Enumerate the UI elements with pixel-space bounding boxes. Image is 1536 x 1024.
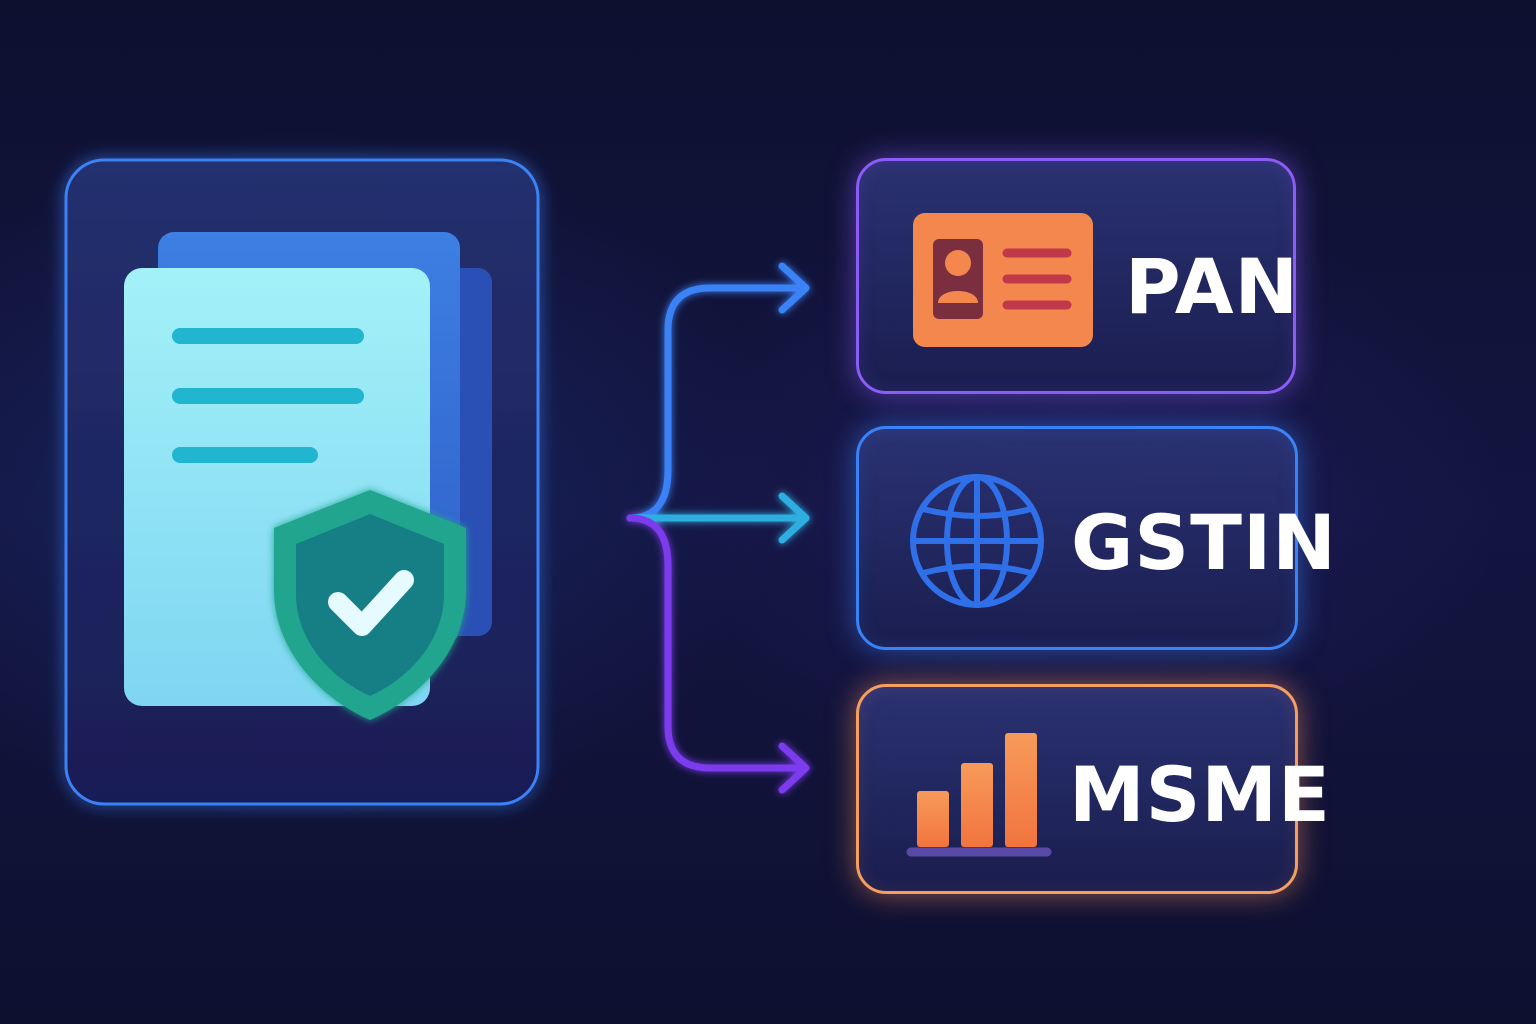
- gstin-label: GSTIN: [1071, 498, 1337, 587]
- msme-card: MSME: [856, 684, 1330, 894]
- arrow-head-pan: [778, 262, 810, 314]
- arrow-head-gstin: [778, 492, 810, 544]
- id-card-icon: [913, 213, 1093, 347]
- connector-to-msme: [626, 514, 810, 772]
- bar-chart-icon: [906, 733, 1052, 857]
- connector-lines: [556, 262, 810, 794]
- check-mark: [328, 570, 414, 636]
- arrow-head-msme: [778, 742, 810, 794]
- msme-label: MSME: [1069, 750, 1331, 839]
- globe-icon: [910, 474, 1044, 608]
- connector-to-pan: [626, 284, 810, 522]
- pan-label: PAN: [1125, 242, 1300, 331]
- pan-card: PAN: [856, 158, 1300, 394]
- shield-check-icon: [274, 490, 466, 720]
- gstin-card: GSTIN: [856, 426, 1336, 650]
